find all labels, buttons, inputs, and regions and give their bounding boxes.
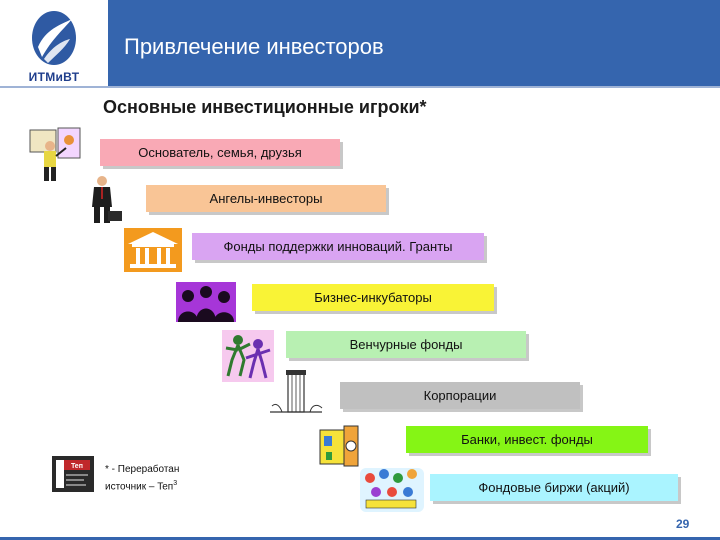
step-innovation-funds: Фонды поддержки инноваций. Гранты [192,233,484,260]
header-band [108,0,720,86]
bank-building-icon [124,228,182,272]
footnote-source-text: источник – Teп [105,481,174,493]
painter-clipart-icon [29,127,81,181]
crowd-clipart-icon [360,468,424,512]
header-divider [0,86,720,88]
businessman-clipart-icon [84,173,126,225]
dancing-figures-icon [222,330,274,382]
footnote-line-1: * - Переработан [105,464,180,475]
logo-text: ИТМиВТ [28,70,80,84]
slide-subtitle: Основные инвестиционные игроки* [103,97,427,117]
audience-silhouettes-icon [176,282,236,322]
footnote: * - Переработан источник – Teп3 [105,463,179,494]
step-angels: Ангелы-инвесторы [146,185,386,212]
skyscraper-icon [270,370,323,413]
step-stock-exchanges: Фондовые биржи (акций) [430,474,678,501]
footer-rule [0,537,720,540]
footnote-line-2: источник – Teп3 [105,477,179,494]
step-founder: Основатель, семья, друзья [100,139,340,166]
footnote-superscript: 3 [173,480,178,487]
vault-door-icon [319,425,359,467]
page-title: Привлечение инвесторов [124,34,384,59]
step-corporations: Корпорации [340,382,580,409]
book-label: Teп [71,463,83,470]
page-number: 29 [676,517,690,531]
step-incubators: Бизнес-инкубаторы [252,284,494,311]
itmivt-logo-icon [32,11,76,65]
step-venture-funds: Венчурные фонды [286,331,526,358]
book-source-icon: Teп [52,456,94,492]
logo-area: ИТМиВТ [0,0,108,86]
step-banks: Банки, инвест. фонды [406,426,648,453]
